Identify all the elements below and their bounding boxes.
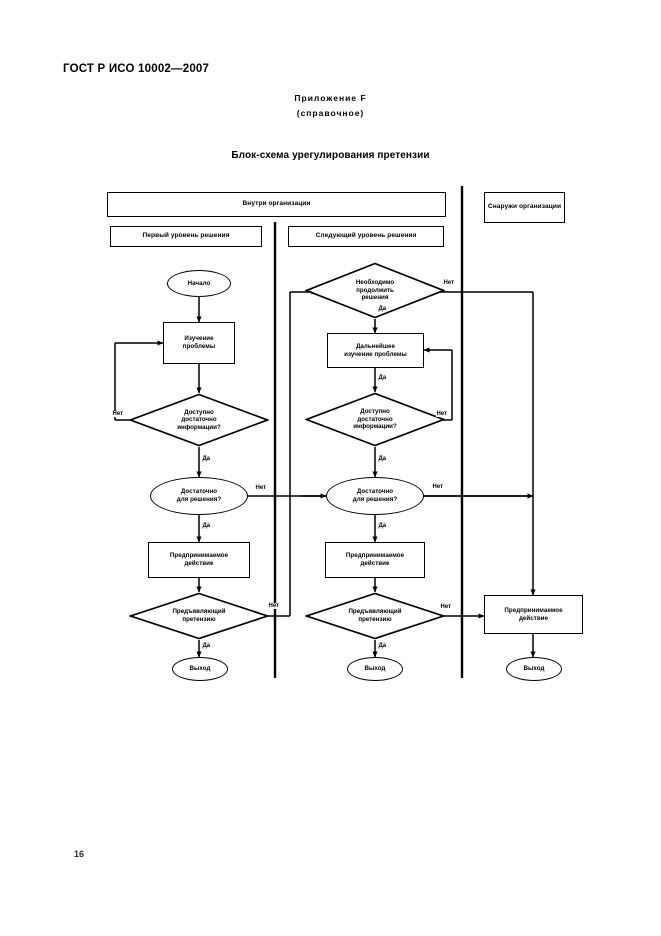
node-info-available-label: Доступно достаточно информации? (177, 408, 221, 431)
edge-label-yes-continue: Да (378, 306, 387, 312)
annex-title: Приложение F (294, 93, 367, 103)
node-exit-3: Выход (506, 657, 562, 681)
node-claimant: Предъявляющий претензию (129, 592, 269, 640)
node-enough-to-decide: Достаточно для решения? (150, 477, 248, 515)
node-info-available: Доступно достаточно информации? (129, 393, 269, 447)
edge-label-no-decide-mid: Нет (432, 484, 444, 490)
node-action-taken: Предпринимаемое действие (148, 542, 250, 578)
standard-reference: ГОСТ Р ИСО 10002—2007 (63, 63, 210, 75)
node-claimant-2: Предъявляющий претензию (305, 592, 445, 640)
edge-label-no-decide-left: Нет (255, 485, 267, 491)
edge-label-no-claimant-mid: Нет (440, 604, 452, 610)
edge-label-yes-claimant-mid: Да (378, 643, 387, 649)
edge-label-yes-further-study: Да (378, 375, 387, 381)
edge-label-yes-claimant-left: Да (202, 643, 211, 649)
node-action-taken-2: Предпринимаемое действие (325, 542, 425, 578)
node-info-available-2: Доступно достаточно информации? (305, 392, 445, 447)
node-claimant-2-label: Предъявляющий претензию (348, 608, 402, 623)
page-number: 16 (74, 849, 85, 859)
node-study-problem: Изучение проблемы (163, 322, 235, 364)
node-continue-needed-label: Необходимо продолжить решения (355, 279, 395, 302)
band-first-decision-level: Первый уровень решения (110, 226, 262, 247)
edge-label-yes-decide-left: Да (202, 523, 211, 529)
edge-label-yes-decide-mid: Да (378, 523, 387, 529)
figure-title: Блок-схема урегулирования претензии (231, 150, 430, 161)
edge-label-yes-info-left: Да (202, 456, 211, 462)
edge-label-yes-info-mid: Да (378, 456, 387, 462)
node-continue-needed: Необходимо продолжить решения (305, 262, 445, 319)
band-inside-organization: Внутри организации (107, 192, 446, 217)
node-exit-2: Выход (347, 657, 403, 681)
node-start: Начало (167, 270, 231, 297)
edge-label-no-info-left: Нет (112, 411, 124, 417)
node-enough-to-decide-2: Достаточно для решения? (326, 477, 424, 515)
band-outside-organization: Снаружи организации (484, 192, 565, 223)
node-exit: Выход (172, 657, 228, 681)
annex-subtitle: (справочное) (296, 108, 365, 118)
node-further-study: Дальнейшее изучение проблемы (327, 333, 424, 368)
edge-label-no-continue: Нет (443, 280, 455, 286)
node-claimant-label: Предъявляющий претензию (172, 608, 226, 623)
band-next-decision-level: Следующий уровень решения (288, 226, 444, 247)
node-info-available-2-label: Доступно достаточно информации? (353, 408, 397, 431)
node-action-taken-3: Предпринимаемое действие (484, 595, 583, 634)
edge-label-no-claimant-left: Нет (268, 603, 280, 609)
edge-label-no-info-mid: Нет (436, 411, 448, 417)
